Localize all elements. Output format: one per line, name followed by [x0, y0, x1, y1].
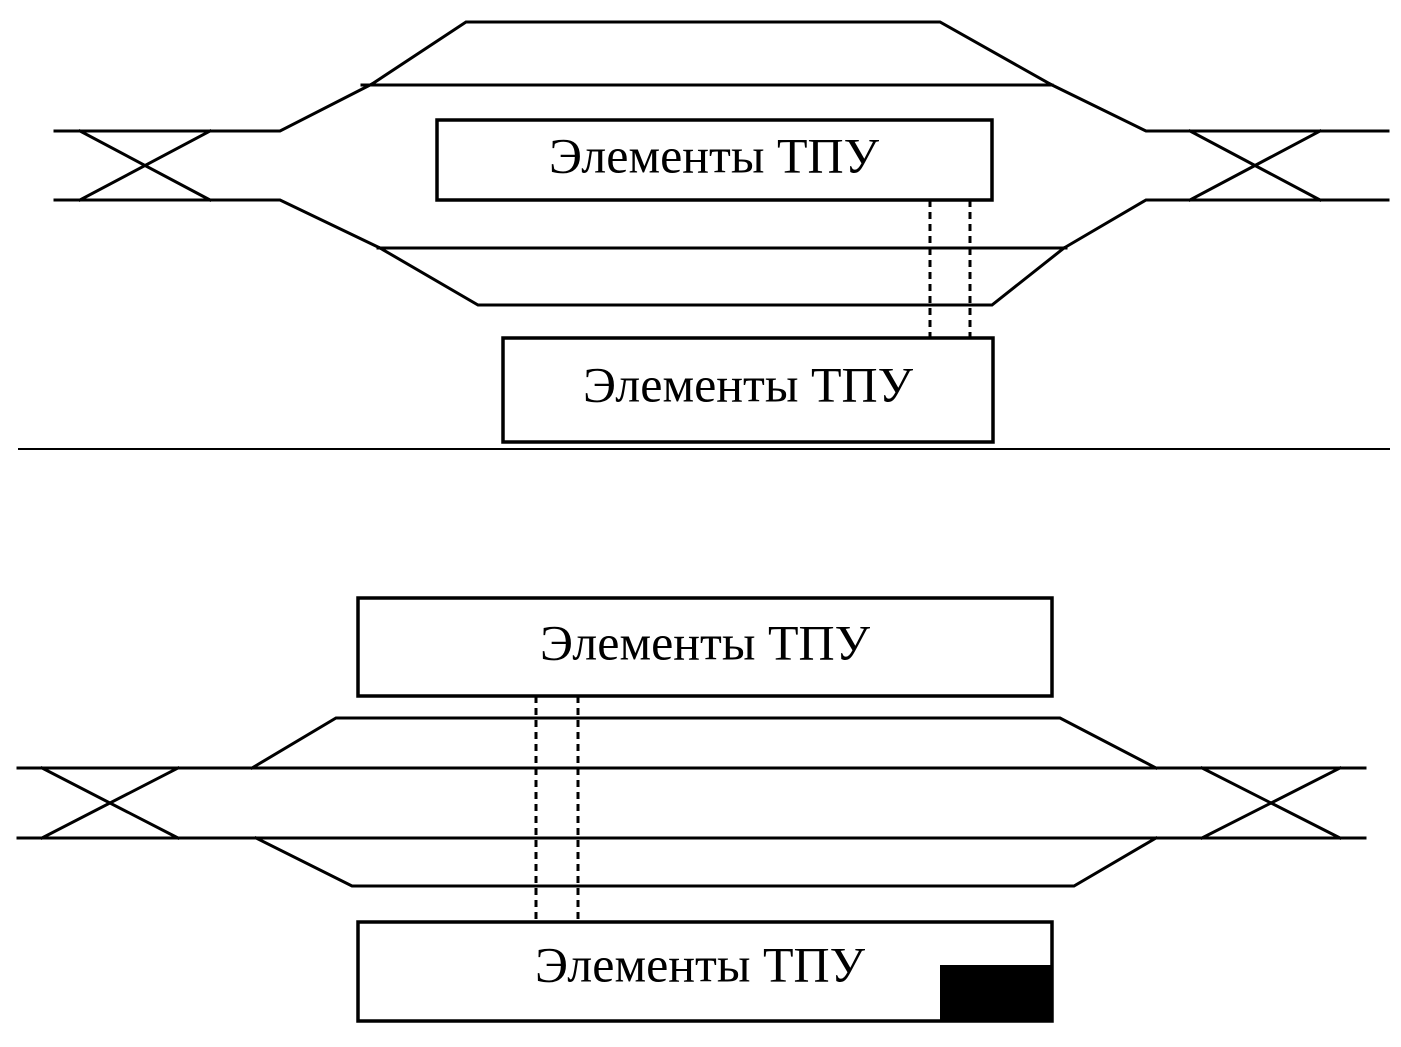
- element-box-top-lower: Элементы ТПУ: [501, 336, 995, 444]
- scan-artifact: [940, 965, 1052, 1021]
- element-box-top-upper: Элементы ТПУ: [435, 118, 994, 202]
- scheme-bottom: Элементы ТПУ Элементы ТПУ: [16, 596, 1367, 1023]
- element-box-bottom-upper: Элементы ТПУ: [356, 596, 1054, 698]
- crossover-left: [77, 128, 213, 203]
- crossover-right: [1199, 765, 1343, 841]
- crossover-right: [1187, 128, 1323, 203]
- element-box-label: Элементы ТПУ: [540, 614, 871, 670]
- scheme-top: Элементы ТПУ Элементы ТПУ: [18, 20, 1390, 450]
- element-box-label: Элементы ТПУ: [549, 127, 880, 183]
- element-box-label: Элементы ТПУ: [583, 356, 914, 412]
- track-loop-lower: [377, 245, 1067, 307]
- element-box-bottom-lower: Элементы ТПУ: [356, 920, 1054, 1023]
- track-main-lower: [53, 198, 1390, 251]
- crossover-left: [39, 765, 181, 841]
- track-main-upper: [53, 81, 1390, 133]
- element-box-label: Элементы ТПУ: [535, 936, 866, 992]
- track-loop-upper: [369, 20, 1053, 87]
- track-loop-upper: [249, 716, 1159, 771]
- track-loop-lower: [253, 835, 1159, 888]
